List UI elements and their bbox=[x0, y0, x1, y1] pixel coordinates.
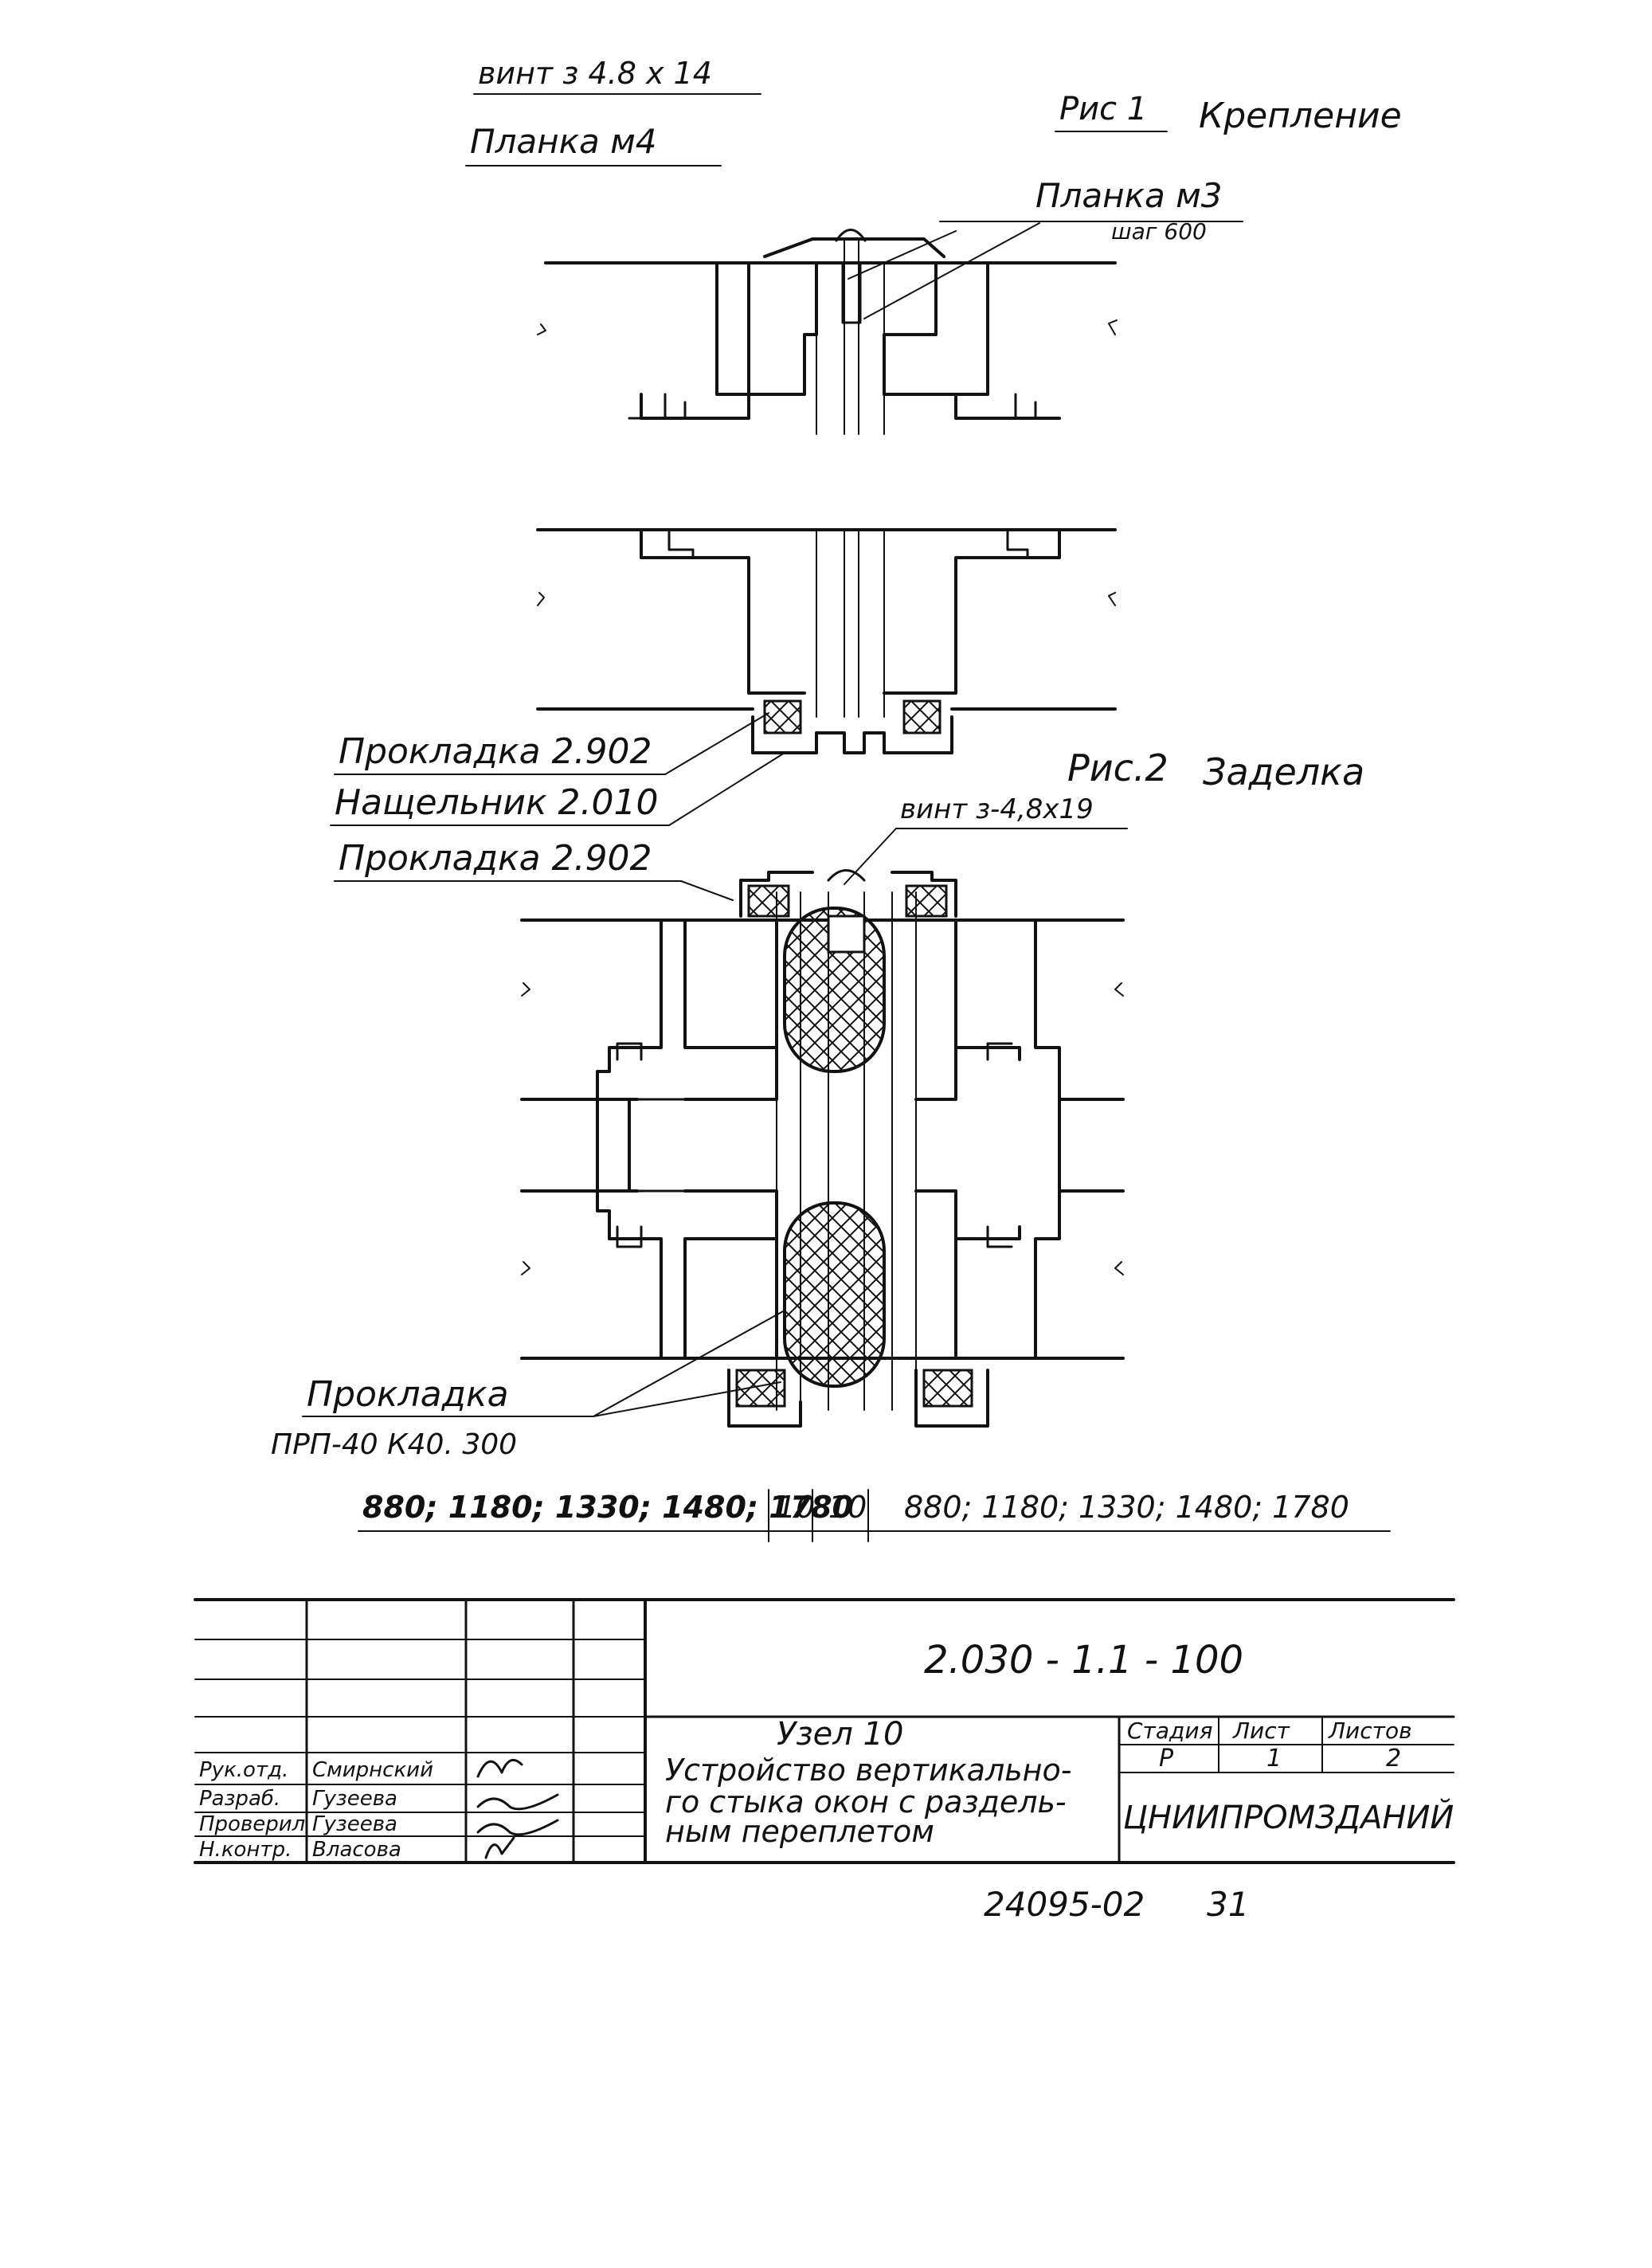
doc-code: 2.030 - 1.1 - 100 bbox=[924, 1638, 1243, 1682]
planka-m4-label: Планка м4 bbox=[470, 122, 657, 161]
fig1-number: Рис 1 bbox=[1059, 91, 1147, 127]
signature-mark-2 bbox=[476, 1793, 559, 1811]
sign-name-1: Смирнский bbox=[312, 1758, 433, 1782]
dim-gap-2: 10 bbox=[828, 1490, 867, 1525]
signature-mark-3 bbox=[476, 1819, 559, 1836]
planka-m3-label: Планка м3 bbox=[1035, 176, 1223, 215]
sign-role-1: Рук.отд. bbox=[199, 1758, 288, 1782]
title-block: 2.030 - 1.1 - 100 Узел 10 Устройство вер… bbox=[194, 1598, 1455, 1864]
description-line-3: ным переплетом bbox=[665, 1814, 934, 1849]
sign-name-4: Власова bbox=[312, 1838, 401, 1862]
dims-right: 880; 1180; 1330; 1480; 1780 bbox=[904, 1490, 1349, 1525]
stage-header: Стадия bbox=[1127, 1718, 1212, 1744]
fig2-number: Рис.2 bbox=[1067, 746, 1169, 789]
fig1-lower-frame bbox=[536, 528, 1117, 754]
dimension-line: 880; 1180; 1330; 1480; 1780 10 10 880; 1… bbox=[358, 1489, 1391, 1542]
sheet-value: 1 bbox=[1266, 1745, 1282, 1772]
sheets-header: Листов bbox=[1328, 1718, 1412, 1744]
nashchelnik-label: Нащельник 2.010 bbox=[335, 782, 659, 823]
sign-role-2: Разраб. bbox=[199, 1787, 280, 1811]
prokladka-bottom-label: Прокладка bbox=[307, 1374, 509, 1415]
dims-left: 880; 1180; 1330; 1480; 1780 bbox=[362, 1490, 853, 1525]
description-line-1: Устройство вертикально- bbox=[665, 1753, 1071, 1788]
page-number: 31 bbox=[1207, 1885, 1249, 1924]
prokladka-label-1: Прокладка 2.902 bbox=[339, 731, 652, 772]
prokladka-label-2: Прокладка 2.902 bbox=[339, 838, 652, 879]
prokladka-bottom-spec: ПРП-40 К40. 300 bbox=[271, 1428, 517, 1461]
fig2-sealing-assembly bbox=[520, 869, 1125, 1428]
fig2-title: Заделка bbox=[1203, 750, 1364, 793]
shag-label: шаг 600 bbox=[1111, 218, 1207, 245]
description-line-2: го стыка окон с раздель- bbox=[665, 1784, 1067, 1819]
fig1-upper-frame bbox=[537, 222, 1118, 435]
signature-mark-4 bbox=[484, 1836, 515, 1859]
organization: ЦНИИПРОМЗДАНИЙ bbox=[1123, 1798, 1454, 1836]
sign-name-2: Гузеева bbox=[312, 1787, 397, 1811]
sheet-header: Лист bbox=[1232, 1718, 1290, 1744]
sign-role-4: Н.контр. bbox=[199, 1838, 292, 1862]
dim-gap-1: 10 bbox=[777, 1490, 815, 1525]
inventory-number: 24095-02 bbox=[984, 1885, 1145, 1924]
sheets-value: 2 bbox=[1386, 1745, 1401, 1772]
stage-value: Р bbox=[1159, 1745, 1174, 1772]
sign-name-3: Гузеева bbox=[312, 1812, 397, 1836]
vint-top-label: винт з 4.8 х 14 bbox=[478, 56, 712, 91]
vint-fig2-label: винт з-4,8х19 bbox=[900, 793, 1094, 825]
sign-role-3: Проверил bbox=[199, 1812, 305, 1836]
signature-mark-1 bbox=[476, 1758, 523, 1778]
fig1-title: Крепление bbox=[1199, 96, 1402, 136]
node-title: Узел 10 bbox=[777, 1716, 903, 1753]
